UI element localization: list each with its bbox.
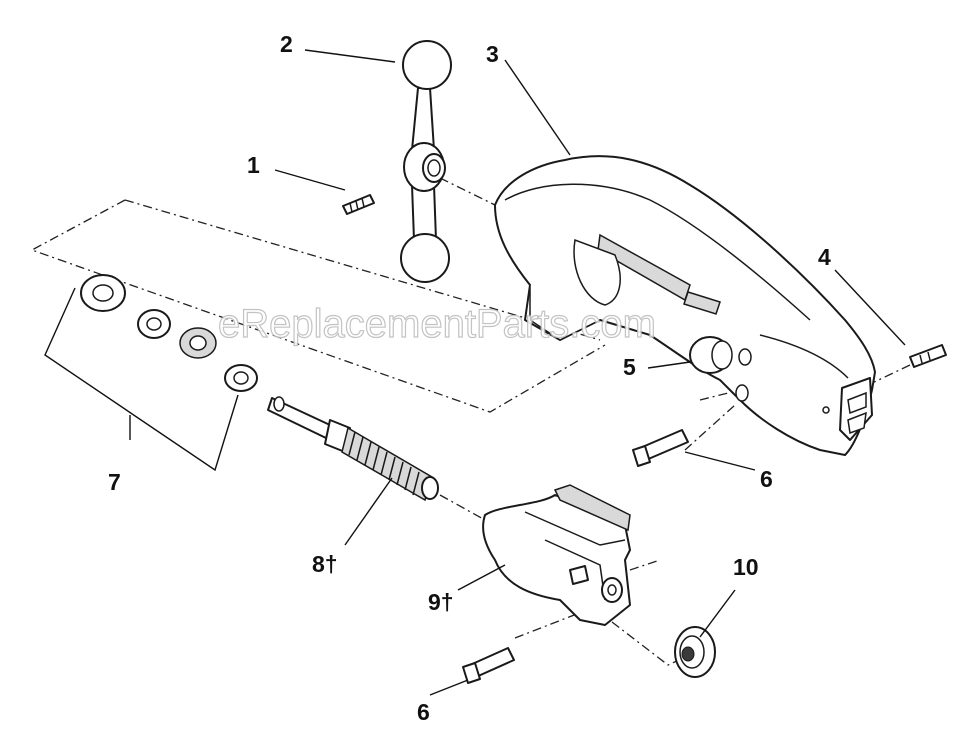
callout-8: 8† [312, 551, 338, 577]
roller [689, 336, 752, 402]
callout-10: 10 [733, 554, 759, 580]
leader-lines [44, 49, 906, 696]
callout-1: 1 [247, 152, 260, 178]
frame-handle [494, 155, 876, 456]
assembly-lines [30, 177, 911, 666]
t-handle [400, 40, 452, 283]
pin [909, 344, 947, 368]
callout-2: 2 [280, 31, 293, 57]
callout-9: 9† [428, 589, 454, 615]
set-screw [342, 194, 375, 215]
callout-3: 3 [486, 41, 499, 67]
callout-6-lower: 6 [417, 699, 430, 725]
callouts: 2 3 1 4 5 6 7 8† 9† 10 6 [108, 31, 831, 725]
watermark: eReplacementParts.com [218, 302, 656, 346]
cutter-carriage [482, 484, 631, 626]
callout-7: 7 [108, 469, 121, 495]
callout-4: 4 [818, 244, 831, 270]
axle-bolt-lower [462, 647, 515, 684]
cutter-wheel [674, 626, 716, 678]
callout-6-upper: 6 [760, 466, 773, 492]
axle-bolt-upper [632, 429, 689, 467]
callout-5: 5 [623, 354, 636, 380]
feed-screw [267, 396, 439, 502]
bearing-set [80, 274, 258, 392]
